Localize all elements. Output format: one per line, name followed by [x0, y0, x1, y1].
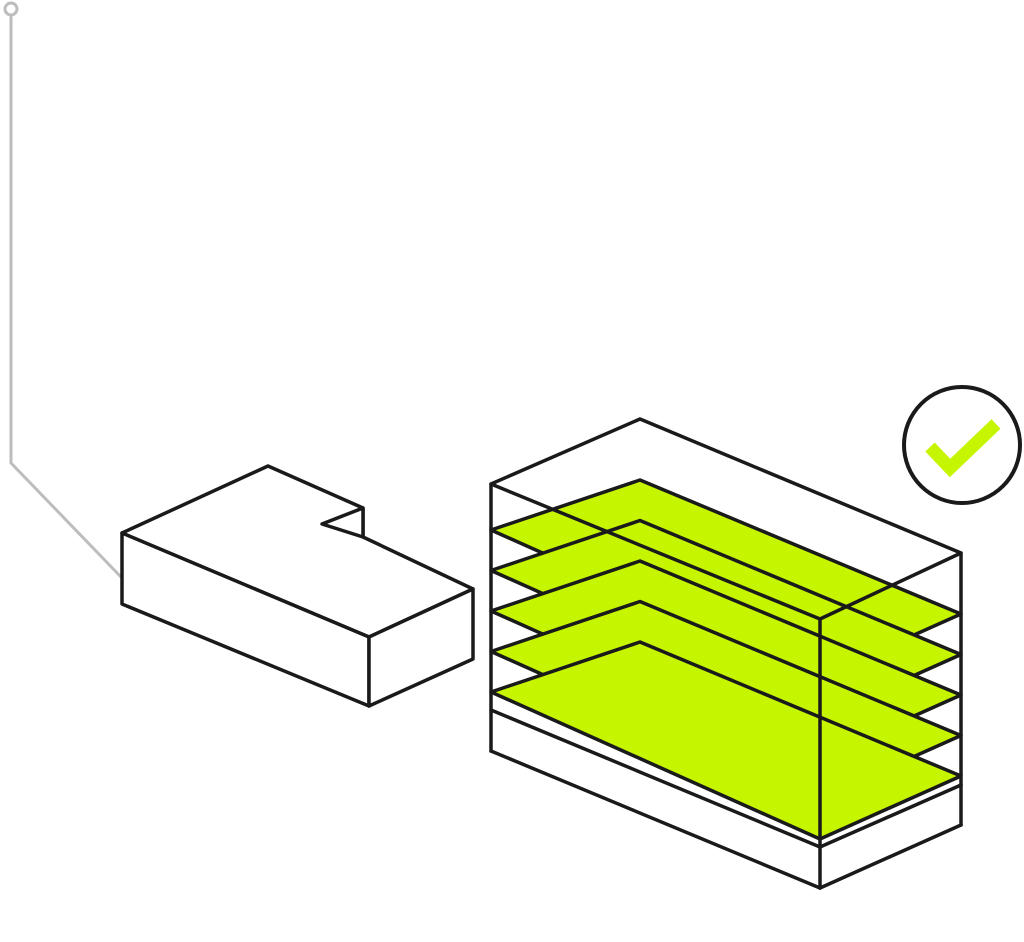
connector-line — [3, 1, 124, 580]
l-block-side-face — [367, 587, 475, 708]
floor-slabs — [489, 478, 963, 841]
small-l-shaped-block — [120, 464, 475, 708]
checkmark-circle-icon — [902, 385, 1022, 505]
l-block-notch — [320, 506, 365, 539]
connector-pin — [3, 1, 19, 17]
stacked-floors-block — [489, 417, 963, 890]
stacked-block-frame — [489, 417, 963, 890]
